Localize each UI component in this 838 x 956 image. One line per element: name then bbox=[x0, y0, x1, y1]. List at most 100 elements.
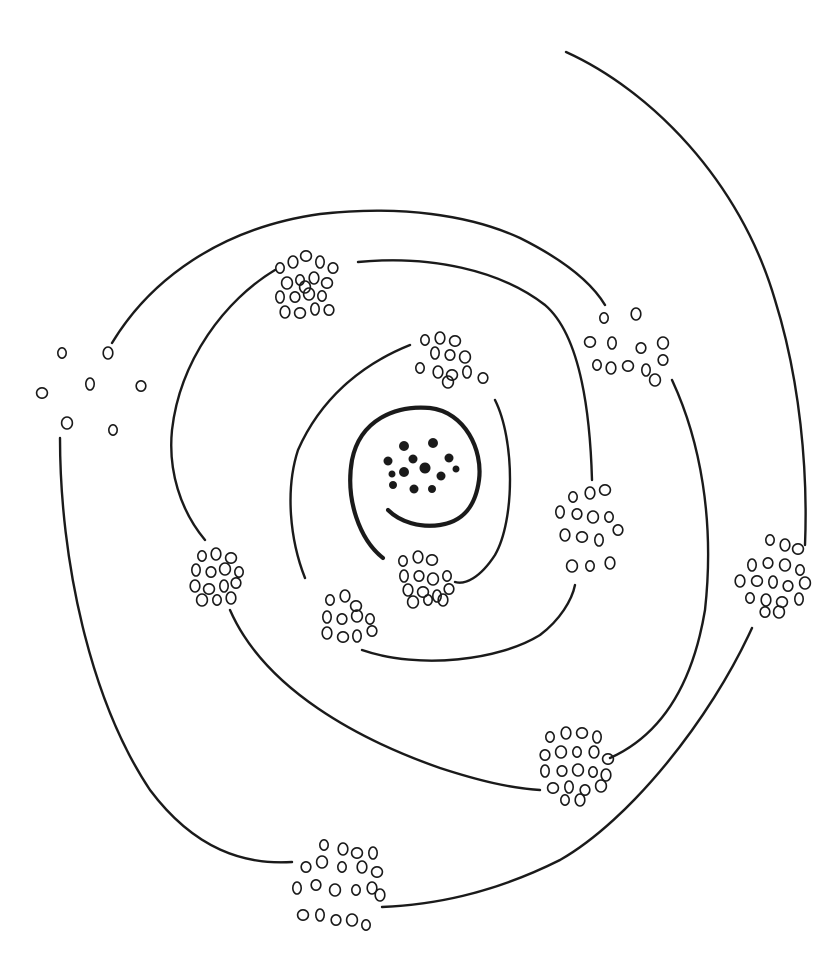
star-circle bbox=[621, 359, 635, 372]
star-circle bbox=[554, 745, 568, 759]
spiral-arms bbox=[58, 50, 807, 909]
inner-ring-left bbox=[289, 343, 412, 580]
cluster-left-mid bbox=[189, 547, 245, 607]
star-circle bbox=[320, 276, 334, 289]
star-circle bbox=[60, 416, 74, 430]
star-circle bbox=[302, 287, 316, 301]
star-circle bbox=[205, 565, 217, 578]
star-circle bbox=[323, 303, 335, 316]
star-circle bbox=[782, 579, 794, 592]
star-circle bbox=[556, 764, 568, 777]
star-circle bbox=[744, 591, 755, 604]
innermost-arm bbox=[360, 583, 577, 662]
star-circle bbox=[367, 846, 378, 860]
star-clusters bbox=[35, 250, 812, 931]
star-circle bbox=[793, 592, 804, 606]
star-circle bbox=[600, 768, 612, 782]
star-circle bbox=[767, 575, 778, 589]
star-circle bbox=[397, 554, 408, 567]
star-circle bbox=[287, 255, 299, 269]
outer-right-arm bbox=[564, 50, 807, 547]
star-circle bbox=[274, 261, 285, 274]
core-ring bbox=[348, 405, 482, 561]
cluster-bottom bbox=[291, 838, 386, 931]
star-circle bbox=[560, 726, 572, 740]
star-circle bbox=[234, 565, 245, 578]
cluster-lower-right bbox=[539, 726, 615, 807]
star-circle bbox=[571, 507, 583, 520]
star-circle bbox=[279, 305, 291, 319]
core-dot bbox=[436, 471, 446, 481]
star-circle bbox=[230, 576, 242, 589]
star-circle bbox=[461, 365, 472, 379]
star-circle bbox=[336, 860, 347, 873]
star-circle bbox=[443, 582, 455, 595]
star-circle bbox=[778, 558, 792, 572]
core-dot bbox=[428, 438, 438, 448]
star-circle bbox=[327, 261, 339, 274]
core-dot bbox=[452, 465, 460, 473]
star-circle bbox=[779, 538, 791, 552]
star-circle bbox=[593, 533, 604, 547]
star-circle bbox=[575, 530, 589, 543]
star-circle bbox=[210, 547, 222, 561]
star-circle bbox=[441, 569, 452, 582]
star-circle bbox=[85, 377, 96, 391]
star-circle bbox=[310, 878, 322, 891]
star-circle bbox=[762, 556, 774, 569]
core-dot bbox=[388, 470, 396, 478]
star-circle bbox=[571, 763, 585, 777]
star-circle bbox=[218, 562, 232, 576]
cluster-inner-lower bbox=[397, 550, 455, 609]
star-circle bbox=[314, 908, 325, 922]
core-dots bbox=[383, 438, 460, 494]
star-circle bbox=[794, 563, 805, 576]
star-circle bbox=[434, 331, 446, 345]
star-circle bbox=[429, 346, 440, 360]
star-circle bbox=[606, 336, 617, 350]
star-circle bbox=[588, 745, 600, 759]
star-circle bbox=[330, 913, 342, 926]
star-circle bbox=[598, 483, 612, 496]
star-circle bbox=[298, 280, 312, 294]
star-circle bbox=[189, 579, 201, 593]
star-circle bbox=[441, 375, 455, 389]
star-circle bbox=[212, 593, 223, 606]
star-circle bbox=[56, 346, 67, 359]
star-circle bbox=[657, 353, 669, 366]
star-circle bbox=[571, 745, 582, 758]
cluster-far-left bbox=[35, 346, 147, 436]
star-circle bbox=[321, 610, 332, 624]
star-circle bbox=[605, 361, 617, 375]
star-circle bbox=[630, 307, 642, 321]
star-circle bbox=[798, 576, 812, 590]
star-circle bbox=[584, 559, 595, 572]
star-circle bbox=[635, 341, 647, 354]
star-circle bbox=[202, 582, 216, 595]
star-circle bbox=[746, 558, 757, 572]
star-circle bbox=[345, 913, 359, 927]
star-circle bbox=[219, 579, 230, 593]
star-circle bbox=[191, 563, 202, 577]
star-circle bbox=[656, 336, 670, 350]
star-circle bbox=[760, 593, 772, 607]
star-circle bbox=[224, 551, 238, 564]
star-circle bbox=[321, 626, 333, 640]
star-circle bbox=[574, 793, 586, 807]
star-circle bbox=[734, 574, 746, 588]
star-circle bbox=[339, 589, 351, 603]
right-mid-arm bbox=[608, 378, 710, 760]
star-circle bbox=[102, 346, 114, 360]
cluster-top-left bbox=[274, 250, 339, 319]
star-circle bbox=[594, 779, 608, 793]
star-circle bbox=[583, 335, 597, 348]
star-circle bbox=[318, 838, 329, 851]
star-circle bbox=[195, 593, 209, 607]
lower-mid-arm bbox=[228, 608, 542, 792]
star-circle bbox=[587, 765, 598, 778]
star-circle bbox=[370, 865, 384, 878]
star-circle bbox=[539, 748, 551, 761]
core-dot bbox=[389, 481, 397, 489]
core-dot bbox=[383, 456, 393, 466]
cluster-inner-left bbox=[321, 589, 378, 643]
